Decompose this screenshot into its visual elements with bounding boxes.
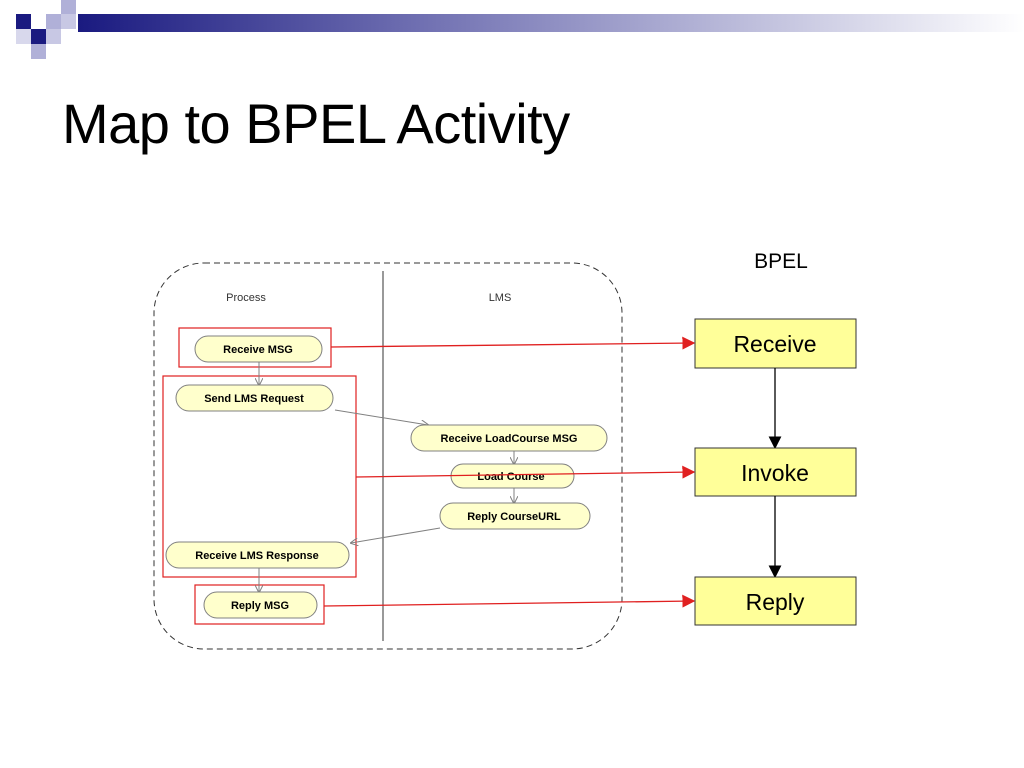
- mapping-arrow-invoke: [355, 465, 696, 479]
- header-square: [46, 14, 61, 29]
- header-square: [31, 29, 46, 44]
- bpel-activity-label: Reply: [746, 589, 805, 615]
- slide-title: Map to BPEL Activity: [62, 92, 570, 155]
- bpel-activity-receive: Receive: [694, 318, 857, 369]
- node-label: Receive LoadCourse MSG: [441, 433, 578, 445]
- bpel-activity-invoke: Invoke: [694, 447, 857, 497]
- header-square: [16, 29, 31, 44]
- mapping-arrow-receive: [330, 336, 696, 350]
- node-label: Send LMS Request: [204, 393, 304, 405]
- mapping-arrow-reply: [323, 594, 696, 608]
- node-reply-courseurl: Reply CourseURL: [439, 502, 591, 530]
- header-square: [61, 0, 76, 15]
- lane-label-process: Process: [226, 292, 266, 304]
- bpel-activity-label: Invoke: [741, 460, 809, 486]
- node-receive-loadcourse-msg: Receive LoadCourse MSG: [410, 424, 608, 452]
- header-decoration-graphic: [16, 0, 1024, 59]
- node-load-course: Load Course: [450, 463, 575, 489]
- header-decoration: [0, 0, 1024, 60]
- process-container: [153, 262, 623, 650]
- bpel-activity-label: Receive: [733, 331, 816, 357]
- highlight-receive-group: [178, 327, 332, 368]
- node-receive-msg: Receive MSG: [194, 335, 323, 363]
- header-gradient-band: [78, 14, 1024, 32]
- node-label: Reply MSG: [231, 600, 289, 612]
- node-label: Load Course: [477, 471, 544, 483]
- header-square: [31, 44, 46, 59]
- header-square: [16, 14, 31, 29]
- node-label: Receive MSG: [223, 344, 293, 356]
- node-label: Reply CourseURL: [467, 511, 561, 523]
- bpel-activity-reply: Reply: [694, 576, 857, 626]
- node-send-lms-request: Send LMS Request: [175, 384, 334, 412]
- lane-label-lms: LMS: [489, 292, 512, 304]
- header-square: [61, 14, 76, 29]
- bpel-heading: BPEL: [754, 250, 808, 273]
- flow-arrow: [351, 527, 441, 543]
- node-receive-lms-response: Receive LMS Response: [165, 541, 350, 569]
- node-reply-msg: Reply MSG: [203, 591, 318, 619]
- flow-arrow: [334, 409, 428, 425]
- node-label: Receive LMS Response: [195, 550, 319, 562]
- header-square: [46, 29, 61, 44]
